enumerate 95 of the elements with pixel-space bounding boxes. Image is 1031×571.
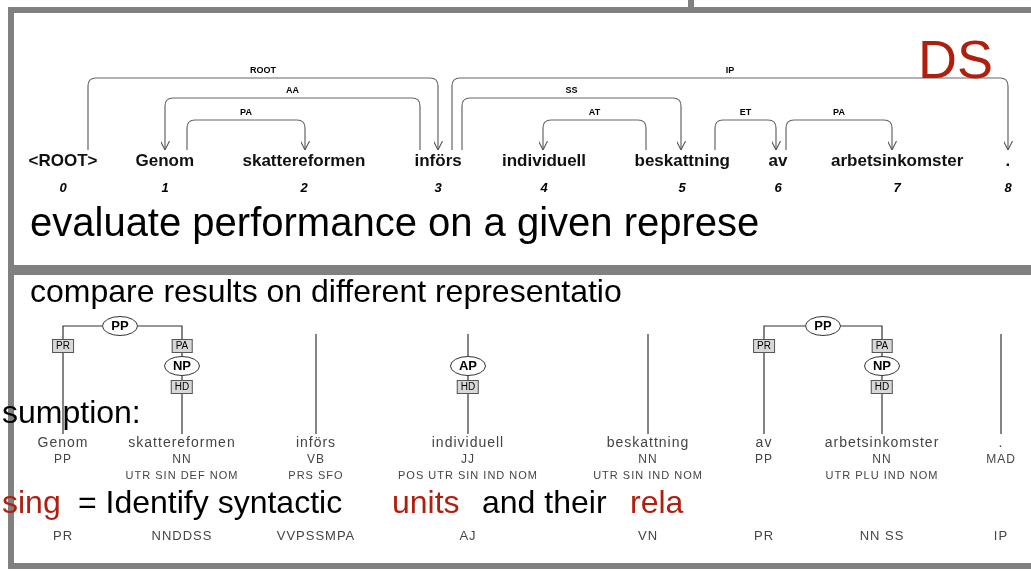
word-label: individuell [430, 434, 506, 450]
slide-text: sumption: [2, 394, 141, 430]
edge-label: HD [170, 380, 194, 394]
word-label: skattereformen [127, 434, 237, 450]
tag-label: PR [51, 528, 75, 544]
tree-branch [137, 325, 183, 357]
edge-label: ET [738, 107, 753, 118]
pos-tag: NN [814, 451, 950, 467]
edge-label: ROOT [249, 65, 277, 76]
tree-branch [763, 325, 806, 435]
tree-branch [62, 325, 103, 435]
index-number: 5 [678, 180, 686, 196]
word-label: arbetsinkomster [831, 150, 964, 172]
word-label: av [754, 434, 774, 450]
word-label: av [768, 150, 788, 172]
pos-tag: VB [268, 451, 364, 467]
slide-text: rela [630, 484, 684, 520]
edge-label: PR [52, 339, 74, 353]
slide-text: evaluate performance on a given represe [30, 200, 760, 244]
index-number: 1 [161, 180, 169, 196]
pos-tag: MAD [979, 451, 1023, 467]
tree-branch [467, 333, 469, 357]
tag-label: IP [992, 528, 1010, 544]
slide-text: compare results on different representatio [30, 273, 622, 309]
edge-label: PR [753, 339, 775, 353]
dependency-arc [461, 97, 687, 151]
index-number: 4 [540, 180, 548, 196]
edge-label: PA [171, 339, 193, 353]
pos-tag: PP [18, 451, 108, 467]
phrase-ellipse: PP [805, 316, 841, 336]
index-number: 7 [893, 180, 901, 196]
dependency-arc [87, 77, 444, 151]
tree-branch [315, 333, 317, 435]
edge-label: AA [285, 85, 300, 96]
tag-label: PR [752, 528, 776, 544]
morph-features: UTR PLU IND NOM [824, 468, 940, 483]
slide-text: = Identify syntactic [78, 484, 343, 520]
edge-label: PA [239, 107, 253, 118]
edge-label: HD [870, 380, 894, 394]
slide-text: and their [482, 484, 607, 520]
morph-features: UTR SIN IND NOM [592, 468, 704, 483]
pos-tag: NN [118, 451, 246, 467]
tree-branch [181, 375, 183, 435]
tree-branch [647, 333, 649, 435]
edge-label: SS [564, 85, 579, 96]
slide-text: units [392, 484, 460, 520]
edge-label: PA [871, 339, 893, 353]
edge-label: HD [456, 380, 480, 394]
dependency-arc [537, 119, 647, 151]
tag-label: VVPSSMPA [275, 528, 357, 544]
word-label: <ROOT> [28, 150, 98, 172]
phrase-ellipse: AP [450, 356, 486, 376]
pos-tag: NN [583, 451, 713, 467]
index-number: 2 [300, 180, 308, 196]
index-number: 8 [1004, 180, 1012, 196]
tree-branch [1000, 333, 1002, 435]
tag-label: NNDDSS [150, 528, 214, 544]
pos-tag: JJ [388, 451, 548, 467]
dependency-arc [451, 77, 1014, 151]
word-label: beskattning [634, 150, 730, 172]
tag-label: NN SS [858, 528, 906, 544]
phrase-ellipse: NP [864, 356, 900, 376]
index-number: 0 [59, 180, 67, 196]
dependency-arc [714, 119, 782, 151]
index-number: 6 [774, 180, 782, 196]
pos-tag: PP [739, 451, 789, 467]
word-label: arbetsinkomster [823, 434, 941, 450]
tag-label: VN [636, 528, 660, 544]
word-label: införs [414, 150, 462, 172]
index-number: 3 [434, 180, 442, 196]
tree-branch [467, 375, 469, 435]
phrase-ellipse: NP [164, 356, 200, 376]
tree-branch [881, 375, 883, 435]
panel-title: DS [918, 30, 993, 88]
morph-features: UTR SIN DEF NOM [124, 468, 240, 483]
tree-branch [840, 325, 883, 357]
word-label: . [1005, 150, 1011, 172]
word-label: skattereformen [242, 150, 366, 172]
slide-text: sing [2, 484, 61, 520]
word-label: införs [294, 434, 338, 450]
word-label: Genom [36, 434, 90, 450]
word-label: Genom [135, 150, 195, 172]
phrase-ellipse: PP [102, 316, 138, 336]
morph-features: PRS SFO [287, 468, 345, 483]
dependency-arc [159, 97, 421, 151]
word-label: beskattning [605, 434, 691, 450]
edge-label: AT [587, 107, 602, 118]
word-label: individuell [502, 150, 587, 172]
dependency-arc [186, 119, 311, 151]
word-label: . [997, 434, 1005, 450]
edge-label: IP [724, 65, 736, 76]
morph-features: POS UTR SIN IND NOM [397, 468, 539, 483]
edge-label: PA [832, 107, 846, 118]
tag-label: AJ [458, 528, 478, 544]
dependency-arc [785, 119, 898, 151]
